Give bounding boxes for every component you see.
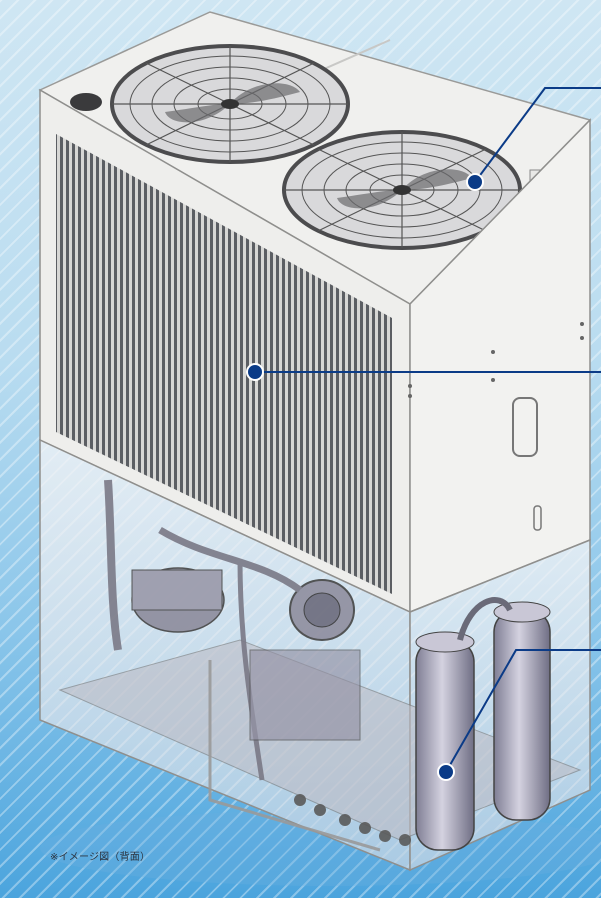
- compressor: [415, 597, 551, 851]
- slot-icon: [533, 505, 542, 531]
- handle-icon: [512, 397, 538, 457]
- fan-icon: [110, 44, 350, 164]
- vent-cap: [70, 93, 102, 111]
- leader-dots: [246, 173, 484, 781]
- image-caption: ※イメージ図（背面）: [50, 852, 151, 863]
- heat-exchanger-coil: [56, 134, 392, 594]
- leader-lines: [255, 87, 601, 773]
- internal-machinery: [104, 479, 411, 852]
- fan-icon: [282, 130, 522, 250]
